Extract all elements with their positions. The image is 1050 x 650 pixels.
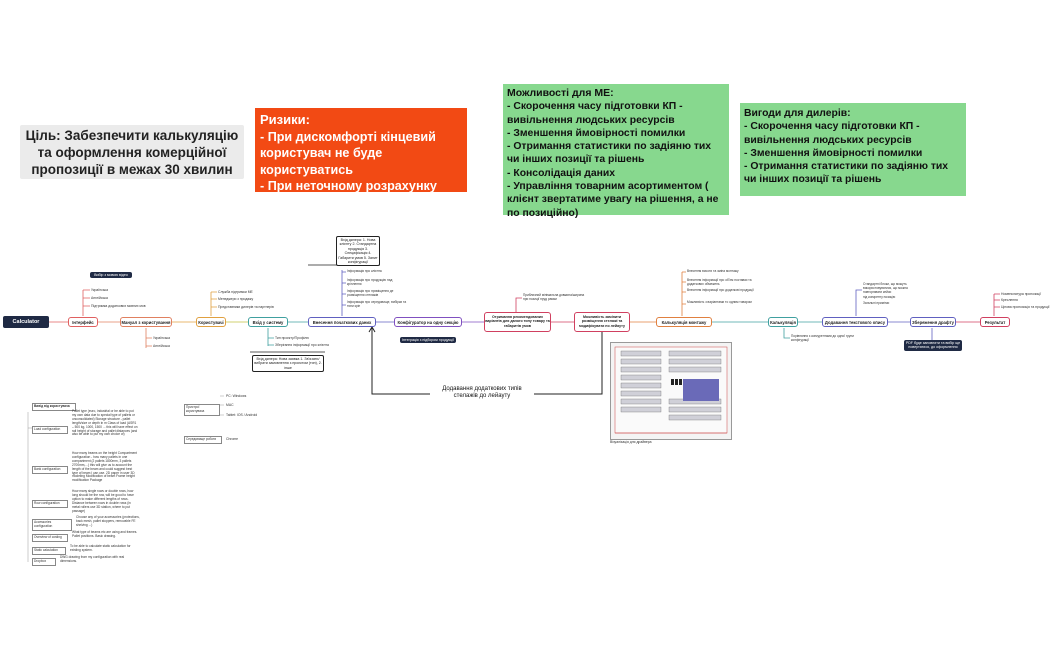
flow-node-configurator[interactable]: Конфігуратор на одну секцію (394, 317, 462, 327)
flow-node-result[interactable]: Результат (980, 317, 1010, 327)
left-row-text: How many beams on the height Compartment… (72, 451, 138, 483)
draft-note: PDF буде заповнити та вибір ще повертати… (904, 340, 962, 351)
risks-title: Ризики: (260, 112, 310, 127)
layout-preview-image (610, 342, 732, 440)
calculator-root[interactable]: Calculator (3, 316, 49, 328)
login-note: Вхід дилера: Нова заявка 1. Звʼязати/виб… (252, 355, 324, 373)
flow-node-initial-data[interactable]: Внесення початкових даних (308, 317, 376, 327)
result-leaf: Номенклатура пропозиції (1001, 292, 1042, 296)
left-row-label: Overview of costing (32, 534, 68, 542)
me-item: - Скорочення часу підготовки КП - вивіль… (507, 101, 683, 126)
dealers-title: Вигоди для дилерів: (744, 108, 851, 119)
modify-leaf: Можливість з варіантами то одним товаром (687, 300, 752, 304)
risks-card: Ризики: - При дискомфорті кінцевий корис… (255, 108, 467, 210)
manual-leaf: Українська (153, 336, 170, 340)
interface-title-note: Вибір з мовою відео (90, 272, 132, 279)
flow-node-install-calc[interactable]: Калькуляція монтажу (656, 317, 712, 327)
recommend-leaf: Приблизний мінімальна довжина/ширина при… (523, 293, 585, 301)
me-item: - Зменшення ймовірності помилки (507, 127, 686, 139)
risk-item: - При дискомфорті кінцевий користувач не… (260, 129, 436, 177)
interface-leaf: Українська (91, 288, 108, 292)
loop-back-label: Додавання додаткових типів стелажів до л… (430, 386, 534, 400)
init-leaf: Інформація про продукцію над кріплення (347, 278, 393, 286)
configurator-note: Інтеграція з підбором продукції (400, 337, 456, 344)
text-leaf: під конкретну позицію (863, 295, 896, 299)
goal-text: Ціль: Забезпечити калькуляцію та оформле… (25, 128, 239, 177)
browser-label: Середовище роботи (184, 436, 222, 444)
left-row-label: Static calculation (32, 547, 66, 555)
login-leaf: Зберігання інформації про клієнта (275, 343, 329, 347)
flow-node-save-draft[interactable]: Збереження драфту (910, 317, 956, 327)
users-leaf: Представники дилерів та партнерів (218, 305, 274, 309)
left-row-label: Bank configuration (32, 466, 68, 474)
left-row-text: What type of beams etc are using and fra… (72, 530, 138, 538)
dealer-item: - Отримання статистики по задіяню тих чи… (744, 161, 949, 186)
manual-leaf: Англійська (153, 344, 170, 348)
init-leaf: Інформація про клієнта (347, 269, 382, 273)
text-leaf: повторювати кейси (863, 290, 892, 294)
modify-leaf: Внесення інформації про обʼєм поставки т… (687, 278, 752, 286)
init-leaf: Інформація про середовище, вибірки та ти… (347, 300, 407, 308)
left-row-text: To be able to calculate static calculati… (70, 544, 131, 552)
modify-leaf: Внесення інформації про додаткові продук… (687, 288, 754, 292)
flow-node-calculation[interactable]: Калькуляція (768, 317, 798, 327)
flow-node-recommended[interactable]: Отримання рекомендованих варіантів для д… (484, 312, 551, 332)
flow-node-interface[interactable]: Інтерфейс (68, 317, 98, 327)
me-item: - Управління товарним асортиментом ( клі… (507, 181, 719, 219)
dealer-item: - Скорочення часу підготовки КП - вивіль… (744, 121, 920, 146)
me-opportunities-card: Можливості для МЕ: - Скорочення часу під… (503, 84, 729, 219)
devices-label: Пристрої користувача (184, 404, 220, 416)
users-leaf: Менеджери з продажу (218, 297, 254, 301)
left-panel-title: Вивід від користувача (32, 403, 76, 411)
text-leaf: Загальні примітки (863, 301, 890, 305)
dealer-item: - Зменшення ймовірності помилки (744, 147, 923, 159)
login-leaf: Тип проєкту/Профілю (275, 336, 309, 340)
text-leaf: Стандартні блоки, що можуть використовув… (863, 282, 908, 290)
result-leaf: Креслення (1001, 298, 1018, 302)
me-title: Можливості для МЕ: (507, 87, 614, 99)
dealer-benefits-card: Вигоди для дилерів: - Скорочення часу пі… (740, 103, 966, 196)
left-row-text: How many single rows or double rows, how… (72, 489, 134, 513)
me-item: - Консолідація даних (507, 167, 616, 179)
flow-node-text-description[interactable]: Додавання текстового опису (822, 317, 888, 327)
risk-item: - При неточному розрахунку неправильно п… (260, 179, 462, 210)
users-leaf: Служба підтримки МЕ (218, 290, 253, 294)
left-row-text: Choose any of your accessories (protecti… (76, 515, 140, 527)
interface-leaf: Підтримка додаткових мовних мов (91, 304, 146, 308)
flow-node-manual[interactable]: Мануал з користування (120, 317, 172, 327)
flow-node-modify-layout[interactable]: Можливість замінити розміщення стелажі т… (574, 312, 630, 332)
device-item: MAC (226, 403, 234, 407)
browser-item: Chrome (226, 437, 239, 441)
device-item: Tablet: IOS / Android (226, 413, 258, 417)
flow-node-login[interactable]: Вхід у систему (248, 317, 288, 327)
left-row-text: DWG drawing from my configuration with r… (60, 555, 125, 563)
layout-caption: Візуалізація для драйвера (610, 440, 652, 444)
left-row-text: Pallet type (euro, industrial or be able… (72, 409, 138, 437)
init-leaf: Інформація про приміщення де розміщення … (347, 289, 394, 297)
initial-data-note: Вхід дилера: 1. Нова клієнту 2. Стандарт… (336, 236, 380, 267)
modify-leaf: Внесення висоти та зміна монтажу (687, 269, 739, 273)
interface-leaf: Англійська (91, 296, 108, 300)
goal-card: Ціль: Забезпечити калькуляцію та оформле… (20, 125, 244, 179)
layout-drawing (614, 346, 728, 434)
result-leaf: Цінова пропозиція та продукції (1001, 305, 1050, 309)
flow-node-users[interactable]: Користувачі (196, 317, 226, 327)
left-row-label: Accessories configuration (32, 519, 72, 531)
calc-leaf: Порівняння з конкурентами до одної групи… (791, 334, 854, 342)
left-row-label: Dropbox (32, 558, 56, 566)
device-item: PC: Windows (226, 394, 247, 398)
me-item: - Отримання статистики по задіяню тих чи… (507, 141, 712, 166)
left-row-label: Load configuration (32, 426, 68, 434)
left-row-label: Row configuration (32, 500, 68, 508)
